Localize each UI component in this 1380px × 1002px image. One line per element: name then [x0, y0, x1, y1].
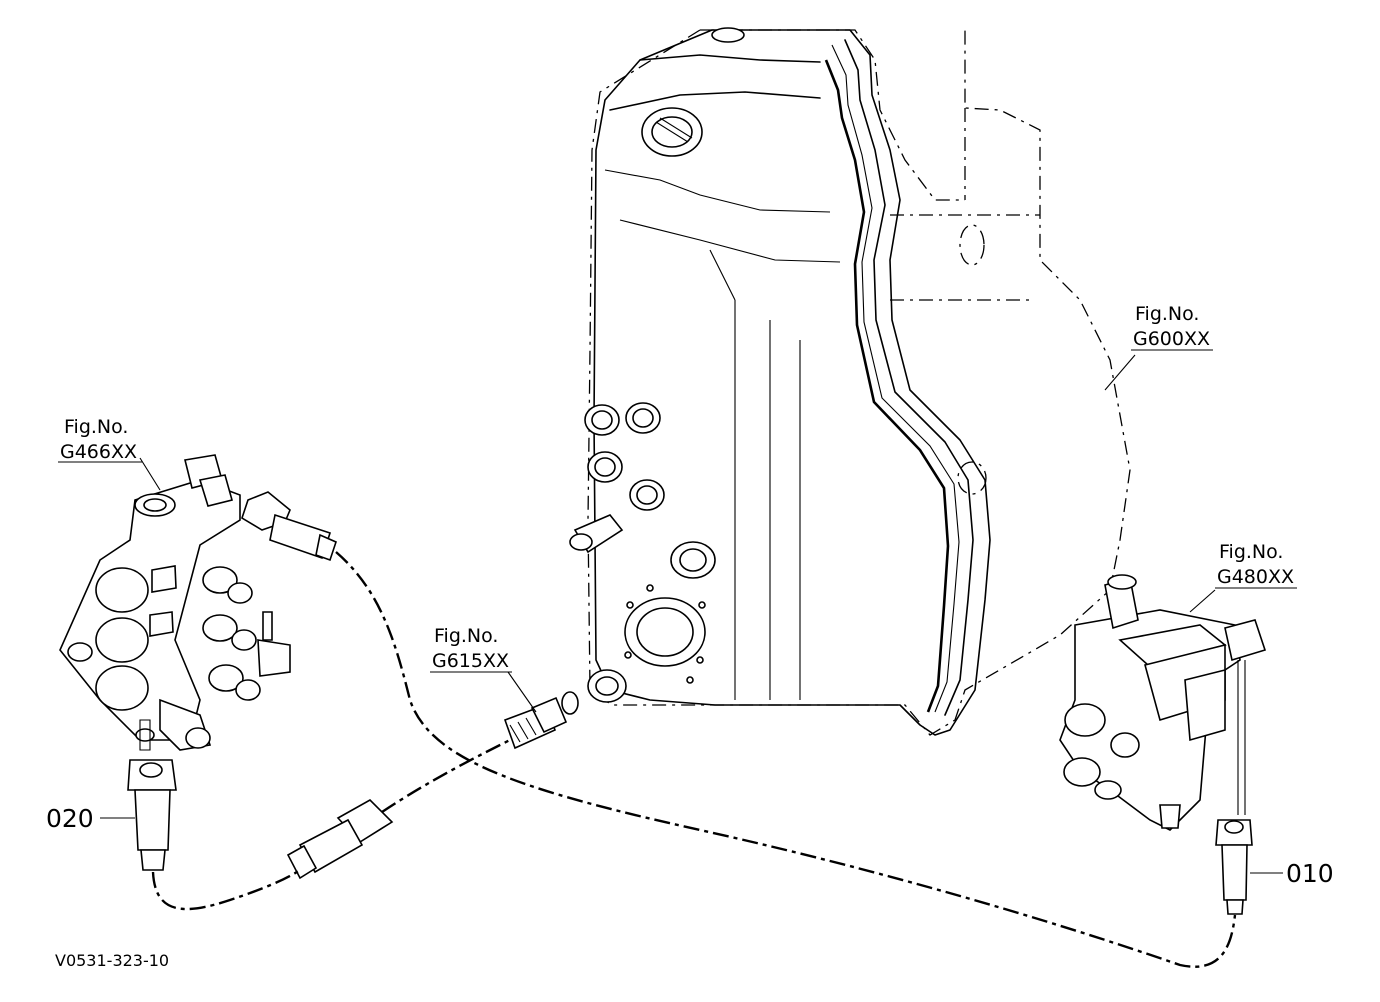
ref-label-g615-code: G615XX [432, 650, 509, 672]
part-010-hose-end [1215, 819, 1283, 915]
ref-label-g600-prefix: Fig.No. [1135, 303, 1199, 325]
part-020-hose-end [100, 759, 177, 871]
ref-label-g615-prefix: Fig.No. [434, 625, 498, 647]
adapter-fitting-g615 [503, 671, 579, 750]
ref-label-g480-prefix: Fig.No. [1219, 541, 1283, 563]
hose-routes [151, 551, 1237, 968]
part-number-020: 020 [46, 804, 94, 833]
hose-fitting-middle [286, 799, 394, 880]
hose-fitting-upper [241, 491, 337, 562]
ref-label-g466: Fig.No. G466XX [58, 416, 142, 463]
ref-label-g600: Fig.No. G600XX [1131, 303, 1213, 351]
ref-label-g600-code: G600XX [1133, 328, 1210, 350]
ref-label-g466-code: G466XX [60, 441, 137, 463]
valve-block-left [59, 454, 291, 751]
ref-label-g480-code: G480XX [1217, 566, 1294, 588]
ref-label-g466-prefix: Fig.No. [64, 416, 128, 438]
ref-label-g615: Fig.No. G615XX [430, 625, 512, 673]
ref-label-g480: Fig.No. G480XX [1215, 541, 1297, 589]
drawing-code: V0531-323-10 [55, 951, 169, 970]
transmission-housing [569, 27, 1136, 736]
valve-block-right [1059, 574, 1267, 831]
part-number-010: 010 [1286, 859, 1334, 888]
